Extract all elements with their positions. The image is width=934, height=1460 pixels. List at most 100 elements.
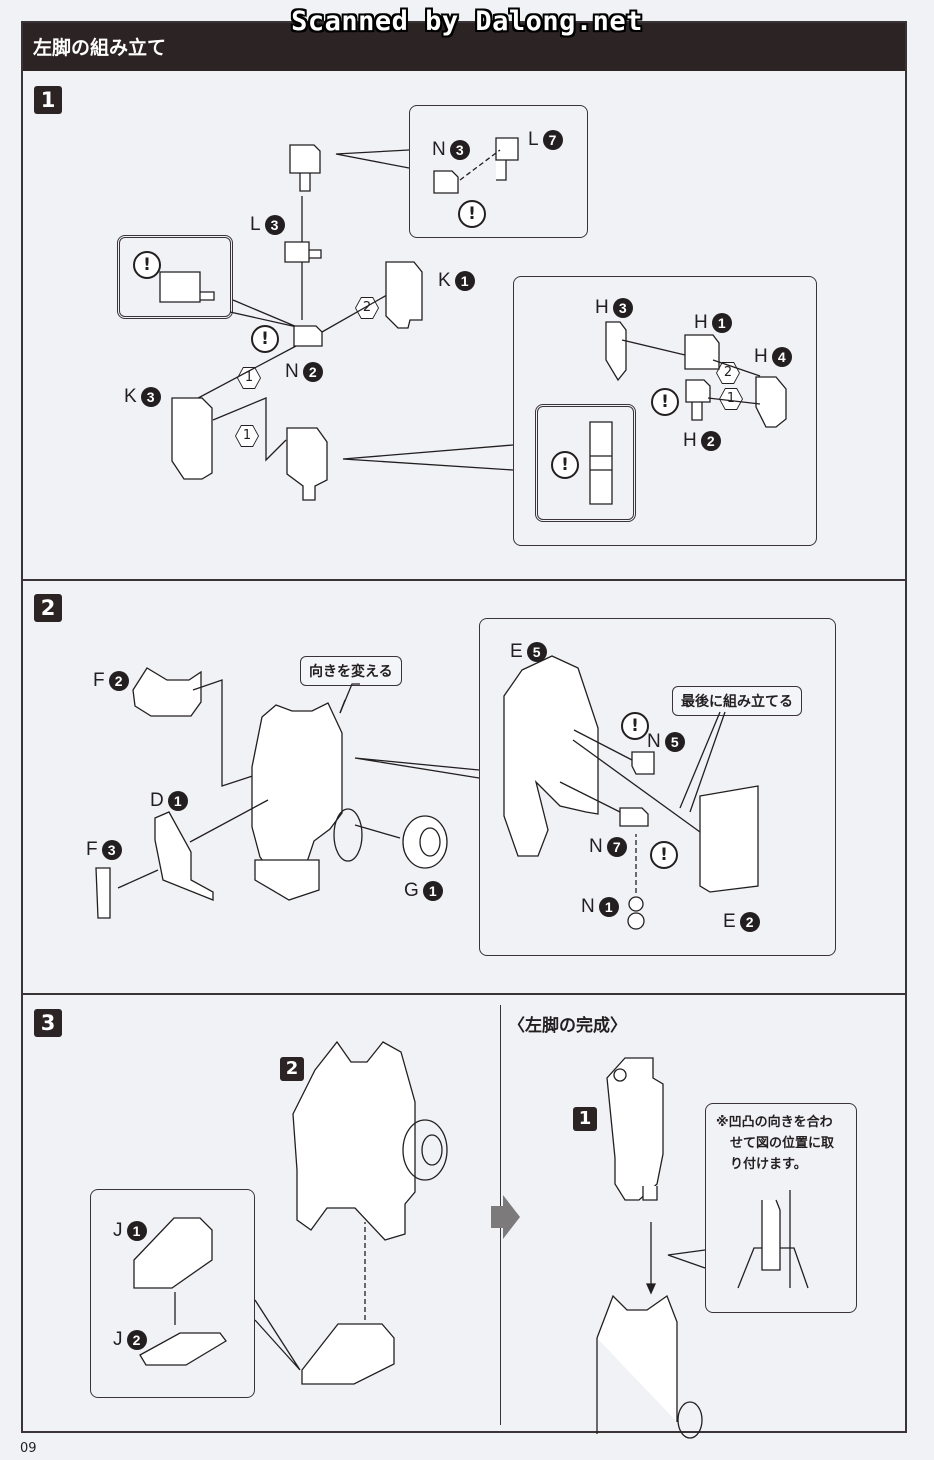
step-2-illustration [0, 0, 934, 1000]
note-assemble-last: 最後に組み立てる [672, 686, 802, 716]
caution-icon: ! [651, 388, 679, 416]
part-letter: J [113, 1329, 123, 1350]
part-shape [756, 377, 786, 427]
part-letter: N [285, 361, 299, 382]
part-number: 2 [700, 431, 721, 451]
order-mark-1: 1 [237, 367, 261, 389]
step-1-badge: 1 [34, 86, 62, 114]
part-number: 7 [542, 130, 563, 150]
step-1-illustration [0, 0, 934, 600]
part-number: 2 [302, 362, 323, 382]
part-shape [403, 816, 447, 868]
callout-pointer [255, 1300, 300, 1370]
part-letter: G [404, 880, 419, 901]
part-shape [434, 171, 458, 193]
arrow [713, 360, 760, 376]
part-shape [590, 422, 612, 504]
part-shape [134, 1218, 212, 1288]
part-shape [287, 428, 327, 500]
part-number: 1 [454, 271, 475, 291]
orientation-note: ※凹凸の向きを合わ せて図の位置に取 り付けます。 [716, 1112, 834, 1175]
part-shape [420, 828, 440, 856]
part-shape [155, 812, 213, 900]
part-letter: D [150, 790, 164, 811]
arrow [573, 740, 700, 832]
part-shape [685, 335, 719, 369]
part-number: 1 [422, 881, 443, 901]
part-shape [160, 272, 214, 302]
part-letter: N [581, 896, 595, 917]
part-shape [597, 1296, 677, 1434]
divider-step2-step3 [21, 993, 907, 995]
part-number: 2 [126, 1330, 147, 1350]
order-mark-text: 1 [238, 368, 260, 388]
note-line: せて図の位置に取 [730, 1136, 835, 1151]
part-shape [96, 868, 110, 918]
part-number: 3 [449, 140, 470, 160]
callout-pointer [668, 1250, 705, 1268]
part-letter: L [250, 214, 261, 235]
part-number: 7 [606, 837, 627, 857]
caution-icon: ! [133, 251, 161, 279]
arrow [560, 782, 620, 812]
part-shape [762, 1200, 780, 1270]
part-number: 1 [126, 1221, 147, 1241]
arrow [622, 340, 685, 355]
part-shape [628, 913, 644, 929]
part-shape [686, 380, 710, 420]
part-shape [386, 262, 422, 328]
note-pointer [690, 712, 725, 812]
part-letter: H [683, 430, 697, 451]
part-letter: N [589, 836, 603, 857]
note-line: ※凹凸の向きを合わ [716, 1115, 833, 1130]
part-shape [334, 809, 362, 861]
part-shape [302, 1324, 394, 1384]
part-shape [403, 1120, 447, 1180]
part-shape [632, 752, 654, 774]
part-number: 3 [612, 298, 633, 318]
part-shape [140, 1333, 226, 1365]
part-shape [293, 1042, 415, 1240]
callout-pointer [336, 150, 409, 168]
part-shape [285, 242, 321, 262]
subassembly-1-badge: 1 [573, 1107, 597, 1131]
part-shape [252, 703, 342, 893]
part-number: 5 [664, 732, 685, 752]
part-letter: F [86, 839, 98, 860]
part-shape [496, 138, 518, 180]
step-3-badge: 3 [34, 1009, 62, 1037]
order-mark-1: 1 [719, 388, 743, 410]
next-arrow-icon [491, 1195, 520, 1239]
part-number: 1 [598, 897, 619, 917]
order-mark-text: 1 [236, 426, 258, 446]
page-header: 左脚の組み立て [21, 21, 907, 71]
subassembly-2-badge: 2 [280, 1057, 304, 1081]
arrow [118, 870, 158, 888]
part-shape [422, 1135, 442, 1165]
part-letter: K [438, 270, 451, 291]
part-number: 3 [101, 840, 122, 860]
part-number: 3 [264, 215, 285, 235]
arrow [708, 398, 760, 404]
arrow [213, 398, 286, 460]
callout-pointer [343, 445, 513, 470]
part-shape [629, 897, 643, 911]
part-letter: E [723, 911, 736, 932]
scan-watermark: Scanned by Dalong.net [291, 6, 643, 37]
part-letter: F [93, 670, 105, 691]
order-mark-1: 1 [235, 425, 259, 447]
part-number: 5 [526, 642, 547, 662]
